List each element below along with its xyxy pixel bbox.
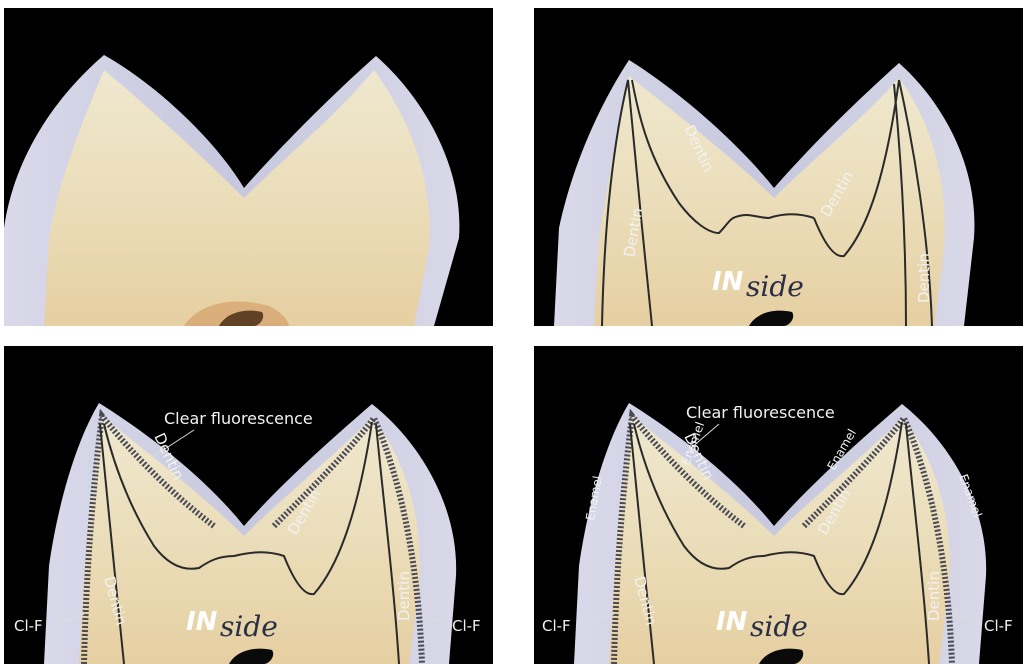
tooth-photo-annotated: Clear fluorescence Cl-F Cl-F Enamel Enam… [534,346,1023,664]
clear-fluorescence-label: Clear fluorescence [686,403,835,422]
clf-label-right: Cl-F [984,617,1013,635]
clf-label-left: Cl-F [542,617,571,635]
dentin-label: Dentin [915,253,933,303]
dentin-label: Dentin [925,571,943,621]
photo-panel-top-right: Dentin Dentin Dentin Dentin IN side [534,8,1023,326]
clear-fluorescence-label: Clear fluorescence [164,409,313,428]
clf-label-right: Cl-F [452,617,481,635]
clf-label-left: Cl-F [14,617,43,635]
inside-logo-side: side [750,610,808,643]
tooth-photo-annotated: Dentin Dentin Dentin Dentin IN side [534,8,1023,326]
photo-panel-bottom-right: Clear fluorescence Cl-F Cl-F Enamel Enam… [534,346,1023,664]
inside-logo-in: IN [712,267,744,297]
inside-logo-in: IN [186,607,218,637]
inside-logo-side: side [220,610,278,643]
photo-panel-bottom-left: Clear fluorescence Cl-F Cl-F Dentin Dent… [4,346,493,664]
tooth-photo-annotated: Clear fluorescence Cl-F Cl-F Dentin Dent… [4,346,493,664]
inside-logo-side: side [746,270,804,303]
photo-panel-top-left [4,8,493,326]
dentin-label: Dentin [395,571,413,621]
inside-logo-in: IN [716,607,748,637]
dentin-layer [44,70,430,326]
tooth-photo [4,8,493,326]
